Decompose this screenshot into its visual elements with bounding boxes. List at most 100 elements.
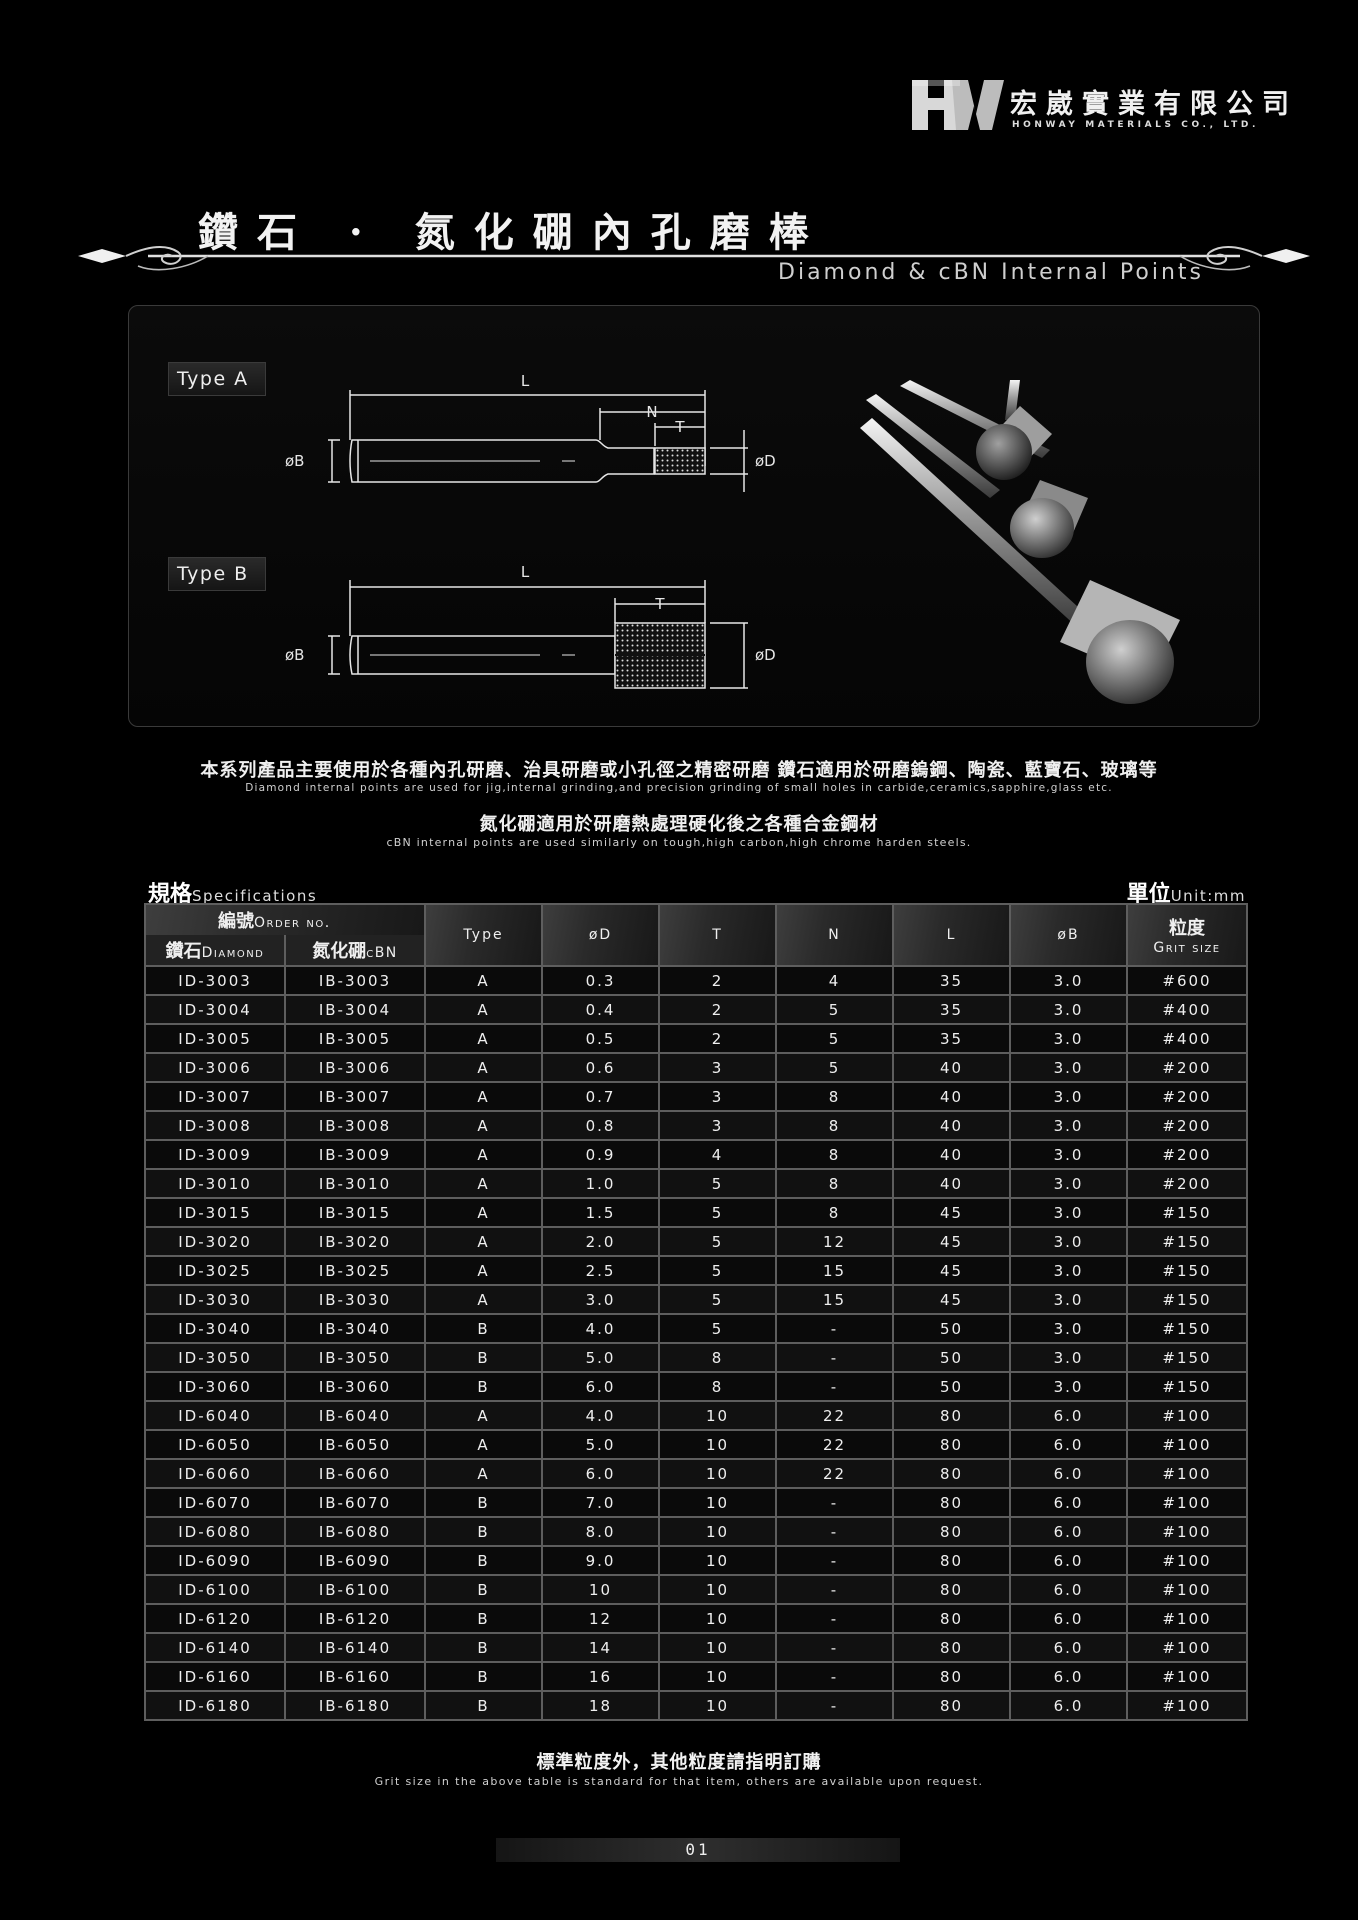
cell-length-l: 40: [892, 1052, 1011, 1083]
cell-length-t: 5: [658, 1197, 777, 1228]
cell-order-cbn: IB-3006: [284, 1052, 426, 1083]
cell-length-l: 45: [892, 1284, 1011, 1315]
cell-length-t: 10: [658, 1458, 777, 1489]
cell-shank-b: 6.0: [1009, 1690, 1128, 1721]
cell-shank-b: 6.0: [1009, 1487, 1128, 1518]
cell-type: B: [424, 1603, 543, 1634]
cell-grit-size: #100: [1126, 1632, 1248, 1663]
cell-shank-b: 3.0: [1009, 1052, 1128, 1083]
cell-length-l: 35: [892, 965, 1011, 996]
cell-order-cbn: IB-3005: [284, 1023, 426, 1054]
cell-length-n: 22: [775, 1429, 894, 1460]
ornament-divider: [78, 246, 1310, 271]
cell-length-l: 80: [892, 1400, 1011, 1431]
cell-order-diamond: ID-3010: [144, 1168, 286, 1199]
cell-length-t: 10: [658, 1400, 777, 1431]
cell-length-t: 10: [658, 1487, 777, 1518]
cell-order-diamond: ID-6120: [144, 1603, 286, 1634]
cell-order-cbn: IB-3060: [284, 1371, 426, 1402]
cell-order-cbn: IB-3007: [284, 1081, 426, 1112]
cell-length-t: 8: [658, 1371, 777, 1402]
description-diamond-en: Diamond internal points are used for jig…: [245, 782, 1113, 794]
type-a-label: Type A: [168, 362, 266, 396]
cell-order-diamond: ID-3040: [144, 1313, 286, 1344]
cell-diameter-d: 1.0: [541, 1168, 660, 1199]
cell-length-n: 4: [775, 965, 894, 996]
cell-type: B: [424, 1545, 543, 1576]
cell-type: B: [424, 1487, 543, 1518]
cell-shank-b: 3.0: [1009, 994, 1128, 1025]
dim-b-label-b: øB: [285, 646, 304, 664]
cell-grit-size: #100: [1126, 1400, 1248, 1431]
cell-order-diamond: ID-3050: [144, 1342, 286, 1373]
cell-shank-b: 6.0: [1009, 1574, 1128, 1605]
cell-length-n: -: [775, 1371, 894, 1402]
specifications-heading: 規格Specifications: [148, 876, 317, 908]
cell-type: B: [424, 1313, 543, 1344]
cell-type: A: [424, 994, 543, 1025]
cell-order-diamond: ID-3007: [144, 1081, 286, 1112]
cell-shank-b: 6.0: [1009, 1545, 1128, 1576]
page-title-en: Diamond & cBN Internal Points: [778, 260, 1204, 285]
cell-diameter-d: 1.5: [541, 1197, 660, 1228]
length-n-header: N: [775, 903, 894, 967]
cell-length-n: -: [775, 1342, 894, 1373]
cell-shank-b: 3.0: [1009, 1342, 1128, 1373]
cell-length-n: 8: [775, 1110, 894, 1141]
cell-type: B: [424, 1516, 543, 1547]
grit-size-header: 粒度 Grit size: [1126, 903, 1248, 967]
cell-length-n: -: [775, 1661, 894, 1692]
cell-length-n: 8: [775, 1081, 894, 1112]
cell-shank-b: 3.0: [1009, 965, 1128, 996]
cell-type: A: [424, 1023, 543, 1054]
cell-length-n: -: [775, 1603, 894, 1634]
cell-length-t: 10: [658, 1690, 777, 1721]
cell-length-t: 10: [658, 1632, 777, 1663]
cell-grit-size: #400: [1126, 1023, 1248, 1054]
dim-t-label-a: T: [674, 418, 685, 436]
cell-shank-b: 3.0: [1009, 1081, 1128, 1112]
cell-shank-b: 3.0: [1009, 1226, 1128, 1257]
cell-length-n: 8: [775, 1168, 894, 1199]
cell-order-diamond: ID-3008: [144, 1110, 286, 1141]
cell-length-n: 8: [775, 1139, 894, 1170]
cell-order-diamond: ID-3060: [144, 1371, 286, 1402]
cell-type: A: [424, 1429, 543, 1460]
cell-shank-b: 6.0: [1009, 1400, 1128, 1431]
cell-order-diamond: ID-6090: [144, 1545, 286, 1576]
cell-shank-b: 3.0: [1009, 1255, 1128, 1286]
cell-type: A: [424, 1139, 543, 1170]
order-number-header: 編號Order no.: [144, 903, 426, 935]
cell-length-n: -: [775, 1516, 894, 1547]
cell-grit-size: #150: [1126, 1226, 1248, 1257]
cell-length-n: 22: [775, 1458, 894, 1489]
description-cbn-cn: 氮化硼適用於研磨熱處理硬化後之各種合金鋼材: [479, 814, 879, 835]
cell-grit-size: #100: [1126, 1516, 1248, 1547]
cell-length-n: 5: [775, 1023, 894, 1054]
cell-diameter-d: 16: [541, 1661, 660, 1692]
cell-grit-size: #150: [1126, 1342, 1248, 1373]
cell-length-t: 5: [658, 1313, 777, 1344]
cell-grit-size: #200: [1126, 1139, 1248, 1170]
cell-length-l: 35: [892, 1023, 1011, 1054]
cell-grit-size: #100: [1126, 1545, 1248, 1576]
cell-grit-size: #200: [1126, 1081, 1248, 1112]
cell-shank-b: 3.0: [1009, 1284, 1128, 1315]
cell-diameter-d: 12: [541, 1603, 660, 1634]
length-l-header: L: [892, 903, 1011, 967]
unit-label: 單位Unit:mm: [1127, 876, 1246, 908]
cell-length-l: 80: [892, 1632, 1011, 1663]
cell-order-cbn: IB-6060: [284, 1458, 426, 1489]
diamond-header-en: Diamond: [201, 945, 265, 961]
cell-diameter-d: 2.5: [541, 1255, 660, 1286]
cell-shank-b: 6.0: [1009, 1458, 1128, 1489]
